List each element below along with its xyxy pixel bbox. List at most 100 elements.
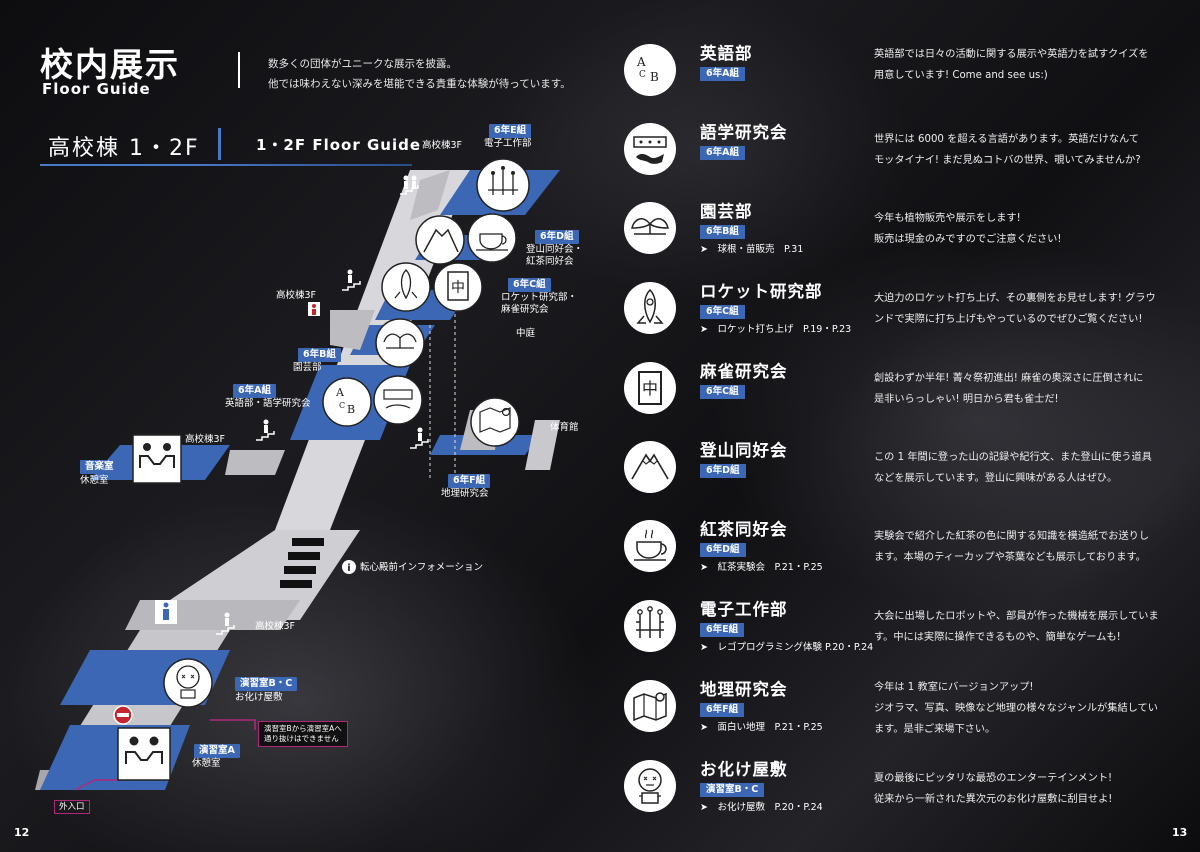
wing-left-3f: [330, 310, 375, 350]
club-description-line: 大迫力のロケット打ち上げ、その裏側をお見せします! グラウ: [874, 293, 1156, 304]
lead-line-1: 数多くの団体がユニークな展示を披露。: [268, 58, 457, 70]
gym-corridor: [525, 420, 560, 470]
club-item: ロケット研究部 6年C組 ➤ ロケット打ち上げ P.19・P.23 大迫力のロケ…: [624, 282, 1184, 352]
club-description-line: 世界には 6000 を超える言語があります。英語だけなんて: [874, 134, 1139, 145]
tag-music-room: 音楽室: [80, 460, 119, 474]
club-description-line: ンドで実際に打ち上げもやっているのでぜひご覧ください!: [874, 314, 1143, 325]
lead-text: 数多くの団体がユニークな展示を披露。 他では味わえない深みを堪能できる貴重な体験…: [268, 54, 571, 94]
speech-bubbles-icon: [624, 123, 676, 175]
sprout-icon: [624, 202, 676, 254]
club-item: 登山同好会 6年D組 この 1 年間に登った山の記録や紀行文、また登山に使う道具…: [624, 441, 1184, 511]
label-courtyard: 中庭: [516, 328, 536, 339]
club-name: 紅茶同好会: [700, 520, 788, 539]
stairs-icon-mid: [256, 419, 275, 441]
club-description: 英語部では日々の活動に関する展示や英語力を試すクイズを 用意しています! Com…: [874, 44, 1174, 86]
tag-6f: 6年F組: [448, 474, 491, 488]
club-item: 語学研究会 6年A組 世界には 6000 を超える言語があります。英語だけなんて…: [624, 123, 1184, 193]
club-item: 園芸部 6年B組 ➤ 球根・苗販売 P.31 今年も植物販売や展示をします! 販…: [624, 202, 1184, 272]
map-sprout-icon: [375, 318, 425, 368]
tag-6e: 6年E組: [489, 124, 532, 138]
map-teacup-icon: [467, 213, 517, 263]
club-event-link[interactable]: ➤ ロケット打ち上げ P.19・P.23: [700, 324, 852, 335]
mahjong-tile-icon: 中: [624, 362, 676, 414]
map-ghost-icon: [163, 658, 213, 708]
tag-room-a: 演習室A: [194, 744, 240, 758]
svg-text:A: A: [636, 55, 646, 69]
info-step-4: [280, 580, 312, 588]
club-event-link[interactable]: ➤ 面白い地理 P.21・P.25: [700, 722, 823, 733]
info-icon: i: [342, 560, 356, 574]
club-description-line: ます。本場のティーカップや茶葉なども展示しております。: [874, 552, 1146, 563]
no-entry-icon: [113, 705, 133, 725]
label-6e: 電子工作部: [484, 138, 532, 149]
map-abc-icon: A B C: [322, 377, 372, 427]
label-stair-3f: 高校棟3F: [276, 290, 317, 301]
label-6d-line2: 紅茶同好会: [526, 256, 574, 267]
club-name: 麻雀研究会: [700, 362, 788, 381]
restroom-icon: [155, 600, 177, 624]
club-description-line: などを展示しています。登山に興味がある人はぜひ。: [874, 473, 1118, 484]
label-info: 転心殿前インフォメーション: [360, 562, 484, 573]
svg-text:中: 中: [642, 379, 658, 398]
club-event-link[interactable]: ➤ お化け屋敷 P.20・P.24: [700, 802, 823, 813]
club-event-link[interactable]: ➤ レゴプログラミング体験 P.20・P.24: [700, 642, 874, 653]
club-description: 今年は 1 教室にバージョンアップ! ジオラマ、写真、映像など地理の様々なジャン…: [874, 677, 1174, 740]
club-description-line: 夏の最後にピッタリな最恐のエンターテインメント!: [874, 773, 1113, 784]
floor-title-divider: [218, 128, 221, 160]
floor-map: 中 A B C: [30, 124, 600, 840]
club-description-line: ます。是非ご来場下さい。: [874, 724, 996, 735]
floor-subtitle: 1・2F Floor Guide: [256, 136, 422, 154]
club-description-line: 今年は 1 教室にバージョンアップ!: [874, 682, 1034, 693]
note-leader-line: [210, 719, 256, 730]
club-description-line: 用意しています! Come and see us:): [874, 70, 1048, 81]
map-circuit-icon: [476, 158, 530, 212]
svg-text:B: B: [650, 70, 659, 84]
club-event-link[interactable]: ➤ 球根・苗販売 P.31: [700, 244, 804, 255]
floor-underline: [40, 164, 412, 166]
club-item: 地理研究会 6年F組 ➤ 面白い地理 P.21・P.25 今年は 1 教室にバー…: [624, 680, 1184, 750]
no-passage-note: 演習室Bから演習室Aへ 通り抜けはできません: [258, 721, 348, 747]
circuit-icon: [624, 600, 676, 652]
entrance-path: [74, 779, 125, 791]
club-name: 園芸部: [700, 202, 753, 221]
club-class-badge: 演習室B・C: [700, 783, 765, 797]
club-description: 実験会で紹介した紅茶の色に関する知識を模造紙でお送りし ます。本場のティーカップ…: [874, 526, 1174, 568]
map-rocket-icon: [381, 262, 431, 312]
club-name: お化け屋敷: [700, 760, 788, 779]
tag-6b: 6年B組: [298, 348, 341, 362]
club-event-link[interactable]: ➤ 紅茶実験会 P.21・P.25: [700, 562, 823, 573]
club-description: 創設わずか半年! 菁々祭初進出! 麻雀の奥深さに圧倒されに 是非いらっしゃい! …: [874, 368, 1174, 410]
svg-text:A: A: [335, 386, 345, 399]
label-room-a: 休憩室: [192, 758, 221, 769]
wing-mid-3f: [225, 450, 285, 475]
club-description-line: この 1 年間に登った山の記録や紀行文、また登山に使う道具: [874, 452, 1152, 463]
club-name: 英語部: [700, 44, 753, 63]
page-subtitle: Floor Guide: [42, 80, 151, 98]
club-class-badge: 6年C組: [700, 385, 745, 399]
music-room-rest-icon: [132, 434, 182, 484]
restroom-3f-icon: [308, 302, 320, 316]
svg-text:C: C: [639, 70, 646, 80]
club-description-line: 創設わずか半年! 菁々祭初進出! 麻雀の奥深さに圧倒されに: [874, 373, 1144, 384]
label-6f: 地理研究会: [441, 488, 489, 499]
svg-text:C: C: [339, 401, 345, 410]
svg-text:中: 中: [451, 280, 465, 296]
club-description-line: 是非いらっしゃい! 明日から君も雀士だ!: [874, 394, 1059, 405]
room-a-rest-icon: [117, 727, 171, 781]
club-class-badge: 6年B組: [700, 225, 745, 239]
stairs-icon-bottom: [216, 612, 235, 635]
tag-6c: 6年C組: [508, 278, 551, 292]
header-divider: [238, 52, 240, 88]
club-class-badge: 6年F組: [700, 703, 745, 717]
club-class-badge: 6年D組: [700, 543, 746, 557]
info-step-2: [288, 552, 320, 560]
label-6c-line1: ロケット研究部・: [501, 292, 578, 303]
label-6d-line1: 登山同好会・: [526, 244, 584, 255]
label-6c-line2: 麻雀研究会: [501, 304, 549, 315]
floor-map-drawing: 中 A B C: [35, 158, 560, 791]
club-class-badge: 6年D組: [700, 464, 746, 478]
stairs-icon-f: [410, 427, 429, 449]
club-item: 中 麻雀研究会 6年C組 創設わずか半年! 菁々祭初進出! 麻雀の奥深さに圧倒さ…: [624, 362, 1184, 432]
club-item: 紅茶同好会 6年D組 ➤ 紅茶実験会 P.21・P.25 実験会で紹介した紅茶の…: [624, 520, 1184, 590]
